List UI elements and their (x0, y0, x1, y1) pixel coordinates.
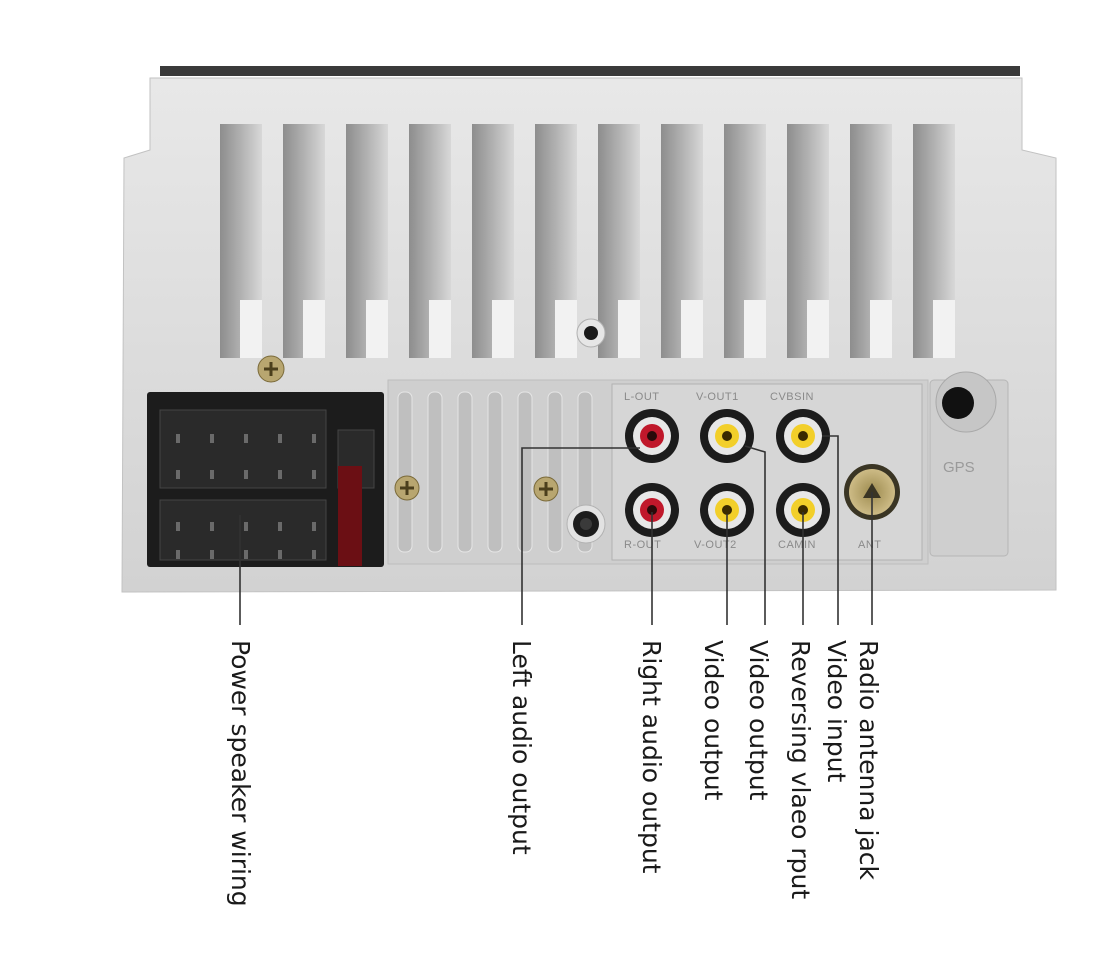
connector-pin (312, 434, 316, 443)
connector-pin (278, 470, 282, 479)
label-ant: ANT (858, 539, 882, 551)
connector-pin (176, 550, 180, 559)
rca-jack-video-out-2 (700, 483, 754, 537)
screw-panel-mid (533, 476, 559, 502)
fin-highlight (492, 300, 514, 358)
rca-jack-left-out (625, 409, 679, 463)
leader-video-in (822, 435, 839, 625)
connector-pin (244, 470, 248, 479)
connector-pin (210, 470, 214, 479)
rca-jack-camera-in (776, 483, 830, 537)
label-v-out2: V-OUT2 (694, 539, 737, 551)
connector-pin (278, 522, 282, 531)
connector-pin (278, 434, 282, 443)
connector-pin (312, 522, 316, 531)
fin-highlight (429, 300, 451, 358)
connector-pin (176, 434, 180, 443)
leader-video-out-1 (744, 445, 766, 625)
fin-highlight (807, 300, 829, 358)
heat-sink-fins (220, 124, 955, 358)
fin-highlight (681, 300, 703, 358)
label-v-out1: V-OUT1 (696, 391, 739, 403)
connector-pin (312, 550, 316, 559)
label-r-out: R-OUT (624, 539, 661, 551)
gps-port: GPS (929, 371, 1009, 557)
connector-pin (244, 522, 248, 531)
callout-reversing-video-input: Reversing vlaeo rput (786, 640, 815, 899)
vent-slot (457, 391, 473, 553)
label-gps: GPS (943, 459, 975, 476)
callout-right-audio-output: Right audio output (637, 640, 666, 874)
vent-slot (427, 391, 443, 553)
fin-highlight (618, 300, 640, 358)
fin-highlight (555, 300, 577, 358)
fin-highlight (744, 300, 766, 358)
vent-slot (487, 391, 503, 553)
fin-highlight (303, 300, 325, 358)
fin-highlight (240, 300, 262, 358)
callout-video-input: Video input (822, 640, 851, 782)
callout-radio-antenna-jack: Radio antenna jack (854, 640, 883, 881)
vent-slot (517, 391, 533, 553)
connector-pin (210, 522, 214, 531)
label-l-out: L-OUT (624, 391, 660, 403)
rca-jack-video-out-1 (700, 409, 754, 463)
callout-power-speaker-wiring: Power speaker wiring (226, 640, 255, 907)
screw-top-left (257, 355, 285, 383)
screw-panel-left (394, 475, 420, 501)
callout-video-output-1: Video output (744, 640, 773, 801)
connector-pin (210, 550, 214, 559)
fin-highlight (933, 300, 955, 358)
leader-left-audio (521, 447, 640, 625)
label-camin: CAMIN (778, 539, 816, 551)
vent-slot (547, 391, 563, 553)
fin-highlight (366, 300, 388, 358)
iso-power-connector (147, 392, 384, 567)
connector-pin (210, 434, 214, 443)
chassis-top-edge (160, 66, 1020, 76)
connector-pin (278, 550, 282, 559)
connector-pin (176, 522, 180, 531)
connector-pin (244, 434, 248, 443)
vent-slot (397, 391, 413, 553)
fin-highlight (870, 300, 892, 358)
connector-pin (176, 470, 180, 479)
rca-jack-video-in (776, 409, 830, 463)
callout-video-output-2: Video output (699, 640, 728, 801)
rca-jack-right-out (625, 483, 679, 537)
connector-pin (312, 470, 316, 479)
connector-pin (244, 550, 248, 559)
leader-lines (239, 435, 873, 625)
label-cvbsin: CVBSIN (770, 391, 814, 403)
callout-left-audio-output: Left audio output (507, 640, 536, 855)
aux-jack (566, 504, 606, 544)
